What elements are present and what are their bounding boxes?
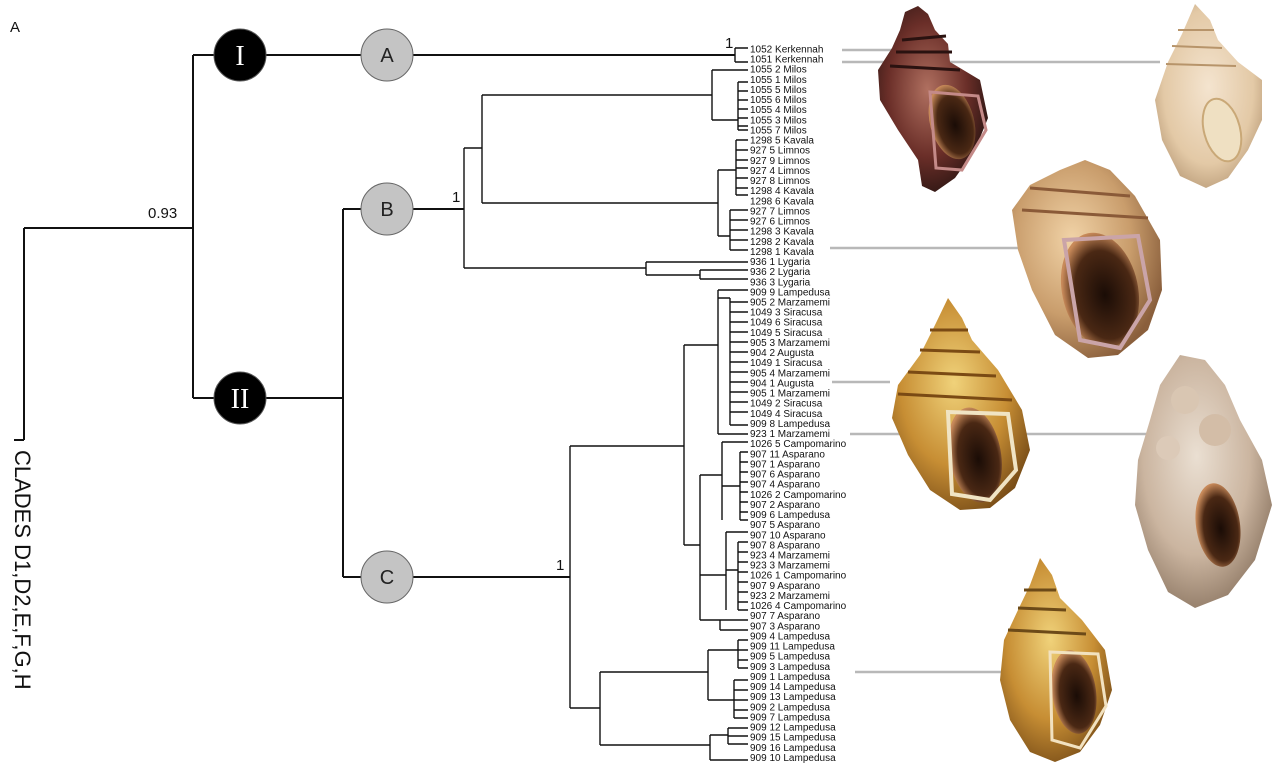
pale-shell-photo: [1155, 4, 1262, 188]
marzamemi-shell-photo: [1135, 355, 1272, 608]
kavala-shell-photo: [1012, 160, 1162, 358]
clade-node-B: B: [361, 183, 413, 235]
support-root: 0.93: [148, 205, 177, 222]
svg-text:B: B: [380, 199, 393, 221]
dark-red-shell-photo: [878, 6, 988, 192]
clade-node-C: C: [361, 551, 413, 603]
outgroup: CLADES D1,D2,E,F,G,H: [10, 228, 35, 690]
leaf-label: 909 10 Lampedusa: [750, 753, 836, 764]
lampedusa-shell-photo: [1000, 558, 1112, 762]
clade-node-I: I: [214, 29, 266, 81]
panel-label: A: [10, 19, 20, 36]
clade-A-subtree: [735, 48, 748, 62]
backbone-branches: [24, 55, 735, 577]
outgroup-label: CLADES D1,D2,E,F,G,H: [10, 450, 35, 690]
support-clade-B: 1: [452, 189, 460, 206]
clade-C-subtree: [570, 290, 748, 760]
svg-text:C: C: [380, 567, 394, 589]
clade-node-A: A: [361, 29, 413, 81]
svg-text:A: A: [380, 45, 394, 67]
augusta-shell-photo: [892, 298, 1030, 510]
support-clade-A: 1: [725, 35, 733, 52]
support-clade-C: 1: [556, 557, 564, 574]
svg-text:I: I: [235, 41, 244, 72]
photo-pointer-lines: [830, 50, 1160, 672]
svg-text:II: II: [231, 384, 250, 415]
clade-B-subtree: [464, 70, 748, 279]
clade-node-II: II: [214, 372, 266, 424]
